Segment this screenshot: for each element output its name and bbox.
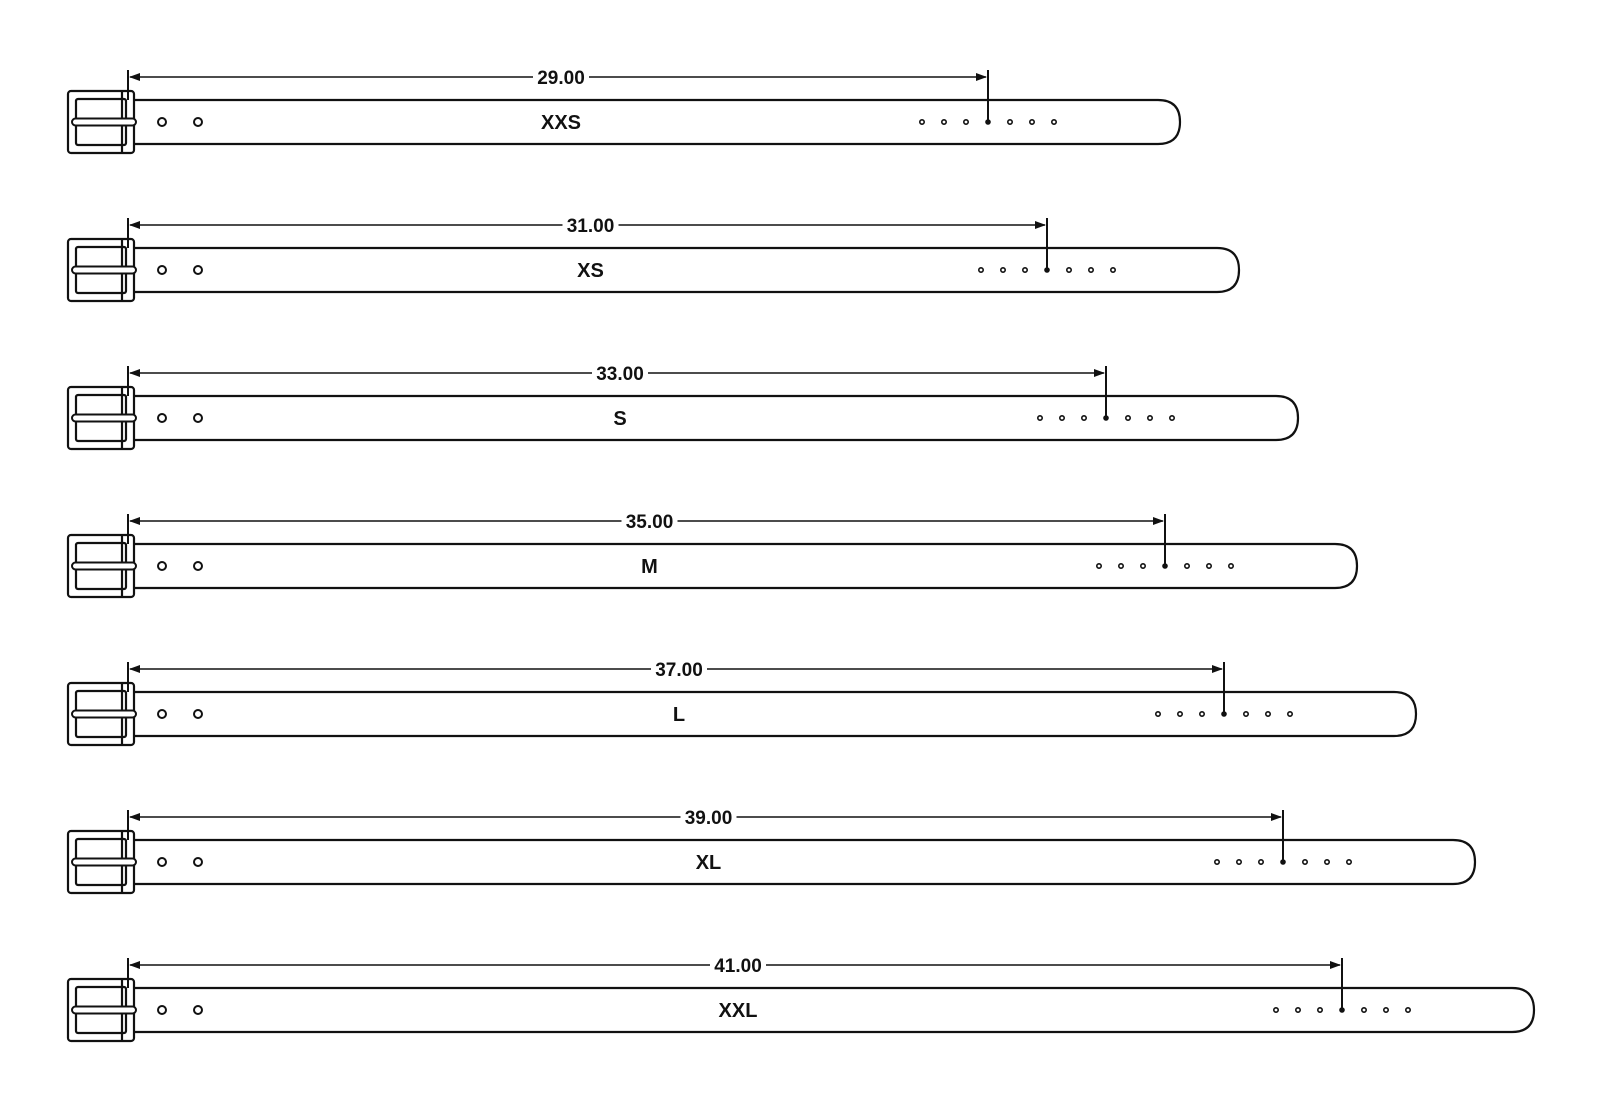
adjust-hole	[1177, 710, 1184, 717]
adjust-hole	[1206, 562, 1213, 569]
buckle	[66, 533, 137, 599]
keeper-hole	[157, 561, 167, 571]
adjust-hole	[977, 266, 984, 273]
adjust-hole	[962, 119, 969, 126]
adjust-hole	[1169, 414, 1176, 421]
dimension-line: 31.00	[127, 214, 1048, 270]
adjust-hole	[1081, 414, 1088, 421]
adjust-hole	[1361, 1006, 1368, 1013]
keeper-hole	[157, 709, 167, 719]
keeper-hole	[157, 117, 167, 127]
size-label: XS	[577, 260, 604, 282]
adjust-hole	[1021, 266, 1028, 273]
adjust-hole	[1302, 858, 1309, 865]
adjust-hole	[1243, 710, 1250, 717]
adjust-hole	[1088, 266, 1095, 273]
adjust-hole	[1155, 710, 1162, 717]
adjust-hole	[1236, 858, 1243, 865]
size-label: L	[673, 704, 685, 726]
dimension-line: 33.00	[127, 362, 1107, 418]
belt-strap	[128, 986, 1536, 1034]
adjust-hole	[1066, 266, 1073, 273]
measurement-label: 35.00	[626, 512, 674, 533]
belt-strap	[128, 690, 1418, 738]
adjust-hole	[1184, 562, 1191, 569]
measurement-label: 31.00	[567, 216, 615, 237]
keeper-hole	[157, 413, 167, 423]
adjust-hole	[1258, 858, 1265, 865]
keeper-hole	[193, 117, 203, 127]
adjust-hole	[918, 119, 925, 126]
belt-m: 35.00M	[66, 510, 1359, 599]
belt-strap	[128, 542, 1359, 590]
adjust-hole	[1287, 710, 1294, 717]
adjust-hole	[999, 266, 1006, 273]
adjust-hole	[1265, 710, 1272, 717]
belt-l: 37.00L	[66, 658, 1418, 747]
buckle	[66, 681, 137, 747]
keeper-hole	[193, 709, 203, 719]
size-label: XXS	[541, 112, 581, 134]
belt-strap	[128, 394, 1300, 442]
adjust-hole	[1051, 119, 1058, 126]
belt-strap	[128, 246, 1241, 294]
adjust-hole	[1317, 1006, 1324, 1013]
keeper-hole	[193, 265, 203, 275]
belt-strap	[128, 838, 1477, 886]
keeper-hole	[193, 561, 203, 571]
measurement-label: 41.00	[714, 956, 762, 977]
adjust-hole	[1125, 414, 1132, 421]
keeper-hole	[193, 413, 203, 423]
adjust-hole	[1059, 414, 1066, 421]
belt-strap	[128, 98, 1182, 146]
size-label: M	[641, 556, 658, 578]
adjust-hole	[1006, 119, 1013, 126]
adjust-hole	[1029, 119, 1036, 126]
adjust-hole	[1295, 1006, 1302, 1013]
dimension-line: 37.00	[127, 658, 1225, 714]
adjust-hole	[940, 119, 947, 126]
buckle	[66, 89, 137, 155]
adjust-hole	[1405, 1006, 1412, 1013]
keeper-hole	[193, 1005, 203, 1015]
adjust-hole	[1324, 858, 1331, 865]
adjust-hole	[1346, 858, 1353, 865]
adjust-hole	[1037, 414, 1044, 421]
keeper-hole	[157, 857, 167, 867]
size-label: S	[613, 408, 626, 430]
measurement-label: 39.00	[685, 808, 733, 829]
dimension-line: 41.00	[127, 954, 1343, 1010]
adjust-hole	[1228, 562, 1235, 569]
keeper-hole	[157, 1005, 167, 1015]
adjust-hole	[1140, 562, 1147, 569]
measurement-label: 37.00	[655, 660, 703, 681]
buckle	[66, 829, 137, 895]
size-label: XXL	[719, 1000, 758, 1022]
measurement-label: 33.00	[596, 364, 644, 385]
adjust-hole	[1383, 1006, 1390, 1013]
size-label: XL	[696, 852, 722, 874]
adjust-hole	[1199, 710, 1206, 717]
dimension-line: 29.00	[127, 66, 989, 122]
dimension-line: 39.00	[127, 806, 1284, 862]
adjust-hole	[1273, 1006, 1280, 1013]
buckle	[66, 977, 137, 1043]
buckle	[66, 385, 137, 451]
belt-s: 33.00S	[66, 362, 1300, 451]
measurement-label: 29.00	[537, 68, 585, 89]
adjust-hole	[1118, 562, 1125, 569]
adjust-hole	[1214, 858, 1221, 865]
adjust-hole	[1110, 266, 1117, 273]
adjust-hole	[1096, 562, 1103, 569]
keeper-hole	[193, 857, 203, 867]
dimension-line: 35.00	[127, 510, 1166, 566]
adjust-hole	[1147, 414, 1154, 421]
keeper-hole	[157, 265, 167, 275]
buckle	[66, 237, 137, 303]
